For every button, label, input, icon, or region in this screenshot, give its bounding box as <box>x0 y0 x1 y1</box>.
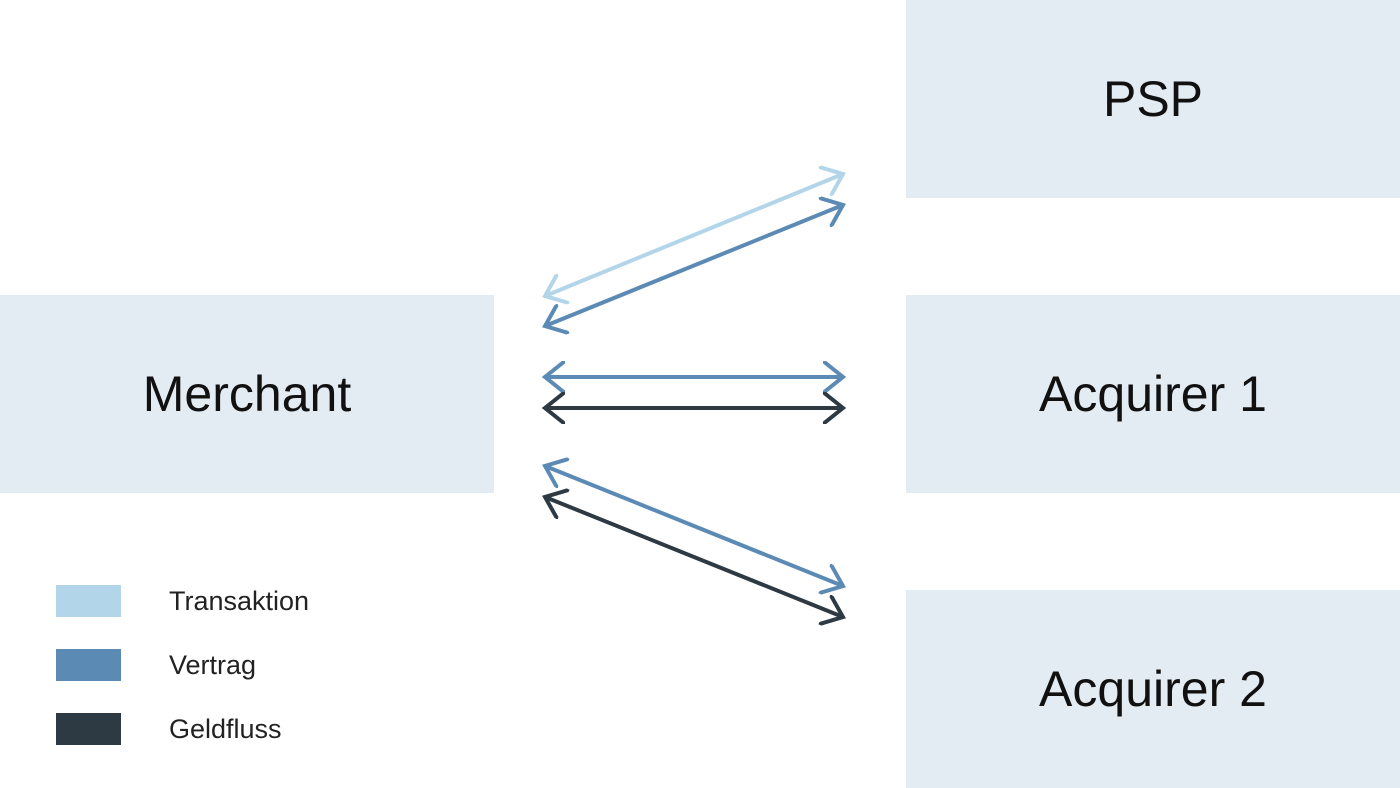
legend-item-vertrag: Vertrag <box>56 649 456 681</box>
psp-label: PSP <box>1102 71 1204 127</box>
legend-swatch-transaktion <box>56 585 121 617</box>
legend-swatch-geldfluss <box>56 713 121 745</box>
acquirer-2-node: Acquirer 2 <box>906 590 1400 788</box>
edge-merchant-acquirer2-geldfluss <box>545 497 843 617</box>
legend-swatch-vertrag <box>56 649 121 681</box>
legend-label: Transaktion <box>169 586 310 616</box>
legend-item-transaktion: Transaktion <box>56 585 456 617</box>
acquirer-1-label: Acquirer 1 <box>1039 366 1267 422</box>
legend-label: Vertrag <box>169 650 257 680</box>
acquirer-2-label: Acquirer 2 <box>1039 661 1267 717</box>
legend-item-geldfluss: Geldfluss <box>56 713 456 745</box>
edge-merchant-acquirer2-vertrag <box>545 466 843 586</box>
acquirer-1-node: Acquirer 1 <box>906 295 1400 493</box>
merchant-node: Merchant <box>0 295 494 493</box>
merchant-label: Merchant <box>142 366 352 422</box>
edge-merchant-psp-vertrag <box>545 205 843 326</box>
edge-merchant-psp-transaktion <box>545 174 843 296</box>
psp-node: PSP <box>906 0 1400 198</box>
legend-label: Geldfluss <box>169 714 282 744</box>
